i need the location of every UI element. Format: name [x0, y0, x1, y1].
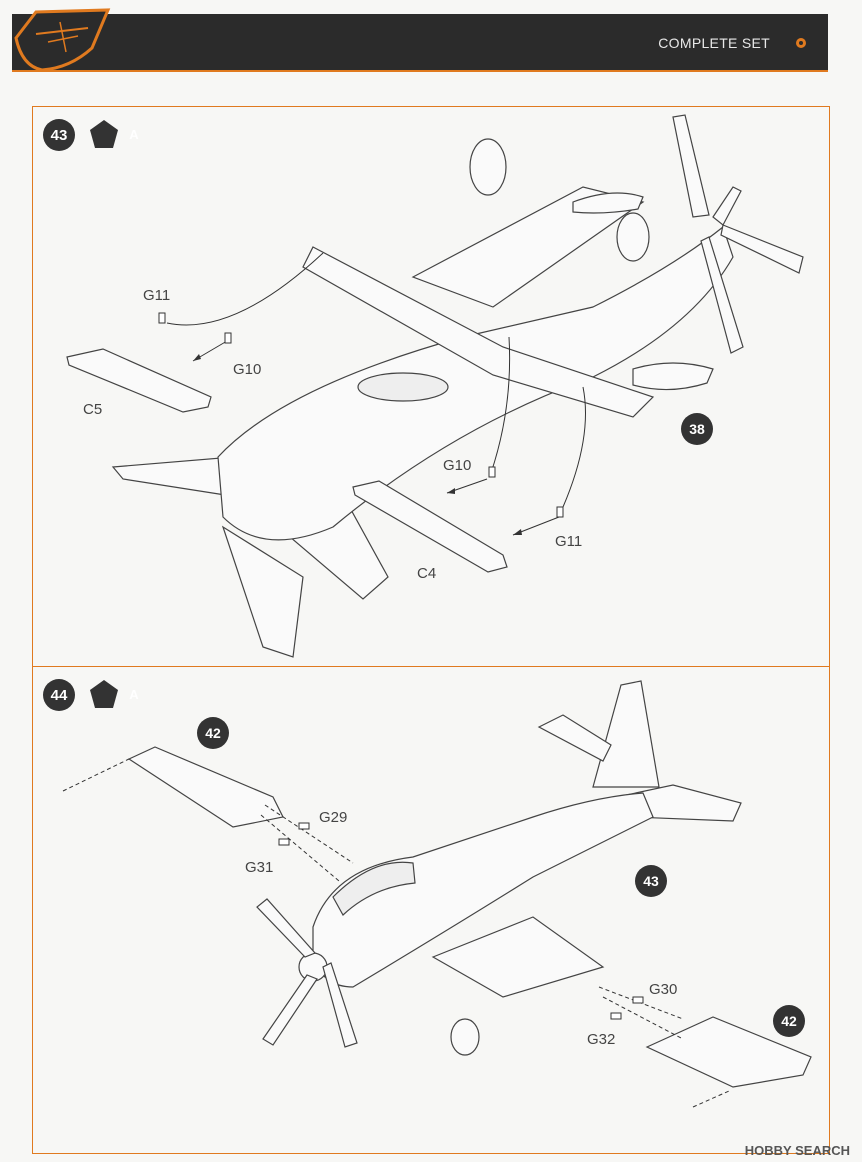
part-label-c4: C4 [417, 565, 437, 582]
part-label-c5: C5 [83, 401, 103, 418]
part-label-g31: G31 [245, 859, 274, 876]
reference-step-badge-mid: 43 [635, 865, 667, 897]
part-label-g10-right: G10 [443, 457, 472, 474]
step-44-panel: 44 A [32, 666, 830, 1154]
part-label-g32: G32 [587, 1031, 616, 1048]
pentagon-badge-icon: A [89, 679, 139, 709]
reference-step-badge: 38 [681, 413, 713, 445]
part-label-g29: G29 [319, 809, 348, 826]
header-dot-icon [796, 38, 806, 48]
part-label-g30: G30 [649, 981, 678, 998]
step-43-aircraft-drawing [66, 114, 804, 658]
step-43-panel: 43 A [32, 106, 830, 666]
step-44-aircraft-drawing [62, 680, 812, 1108]
part-label-g10-left: G10 [233, 361, 262, 378]
header-bar: COMPLETE SET [12, 14, 828, 72]
header-title: COMPLETE SET [658, 35, 770, 51]
step-number: 44 [43, 679, 75, 711]
watermark: HOBBY SEARCH [744, 1143, 850, 1158]
pentagon-badge-icon: A [89, 119, 139, 149]
badge-label: A [129, 127, 139, 142]
reference-step-badge-bottom: 42 [773, 1005, 805, 1037]
part-label-g11-left: G11 [143, 287, 171, 304]
step-number: 43 [43, 119, 75, 151]
part-label-g11-right: G11 [555, 533, 583, 550]
reference-step-badge-top: 42 [197, 717, 229, 749]
brand-logo-icon [14, 8, 111, 72]
badge-label: A [129, 687, 139, 702]
